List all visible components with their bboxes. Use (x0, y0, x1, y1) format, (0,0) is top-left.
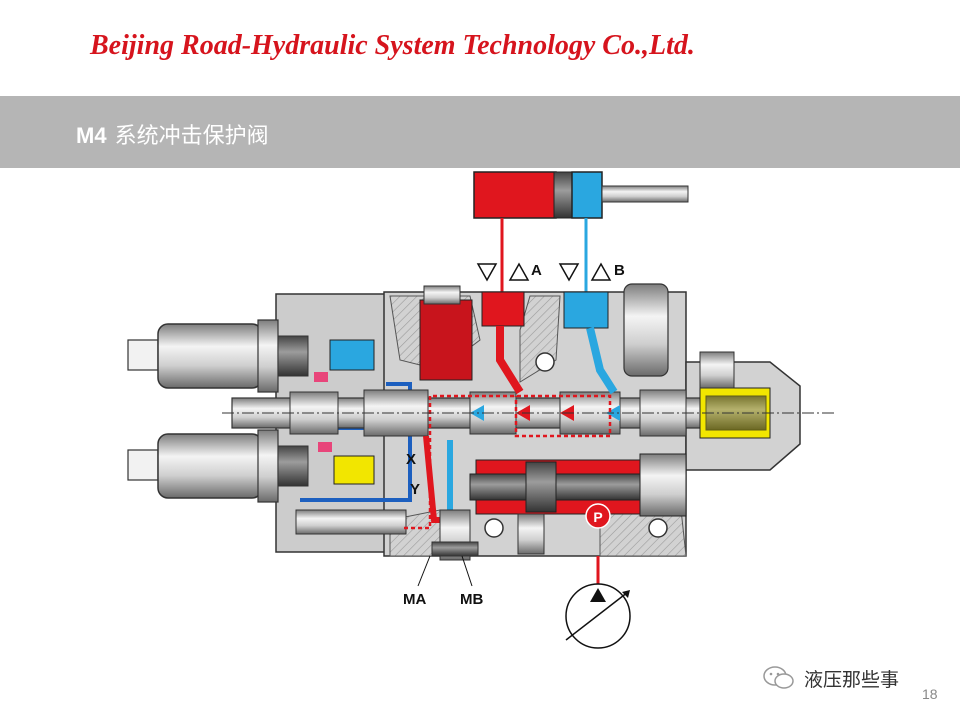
relief-cap (699, 351, 735, 389)
check-valve-top-right (623, 283, 669, 377)
slide-title: M4 系统冲击保护阀 (76, 118, 269, 150)
solenoid-upper-coil (157, 323, 263, 389)
leader-mb (461, 555, 473, 587)
pump-variable-arrowhead (622, 590, 630, 598)
pilot-valve-top-left (419, 285, 473, 381)
pilot-blue-chamber-top (329, 339, 375, 371)
pilot-valve-red-body (419, 299, 473, 381)
watermark: 液压那些事 (762, 664, 899, 692)
pump-symbol (565, 583, 631, 649)
cylinder-red-chamber (473, 171, 557, 219)
label-port-p: P (593, 509, 602, 525)
slide-code: M4 (76, 123, 107, 148)
pump-arrow (590, 588, 606, 602)
compensator-land (525, 461, 557, 513)
mount-hole-1 (535, 352, 555, 372)
wechat-icon (763, 666, 794, 689)
lower-left-cartridge (295, 509, 407, 535)
solenoid-lower-nut (257, 429, 279, 503)
cylinder-piston (553, 171, 573, 219)
label-port-a: A (531, 262, 542, 279)
pilot-pink-port (314, 372, 328, 382)
label-port-b: B (614, 262, 625, 279)
solenoid-upper-tube (277, 335, 309, 377)
cylinder-rod (601, 185, 689, 203)
solenoid-lower-connector (127, 449, 159, 481)
leader-ma (417, 555, 431, 587)
relief-spring (705, 395, 767, 431)
port-b-chamber (563, 291, 609, 329)
drain-channel (300, 382, 412, 502)
page-number: 18 (922, 686, 938, 702)
cylinder-blue-chamber (571, 171, 603, 219)
solenoid-lower-coil (157, 433, 263, 499)
triangle-down-a (476, 263, 498, 282)
solenoid-lower (127, 429, 309, 503)
solenoid-upper (127, 319, 309, 393)
triangle-up-b (590, 262, 612, 281)
pilot-valve-cap (423, 285, 461, 305)
pilot-yellow-chamber (333, 455, 375, 485)
pressure-compensator (469, 453, 687, 517)
bottom-plug (517, 513, 545, 555)
solenoid-lower-tube (277, 445, 309, 487)
mount-hole-2 (484, 518, 504, 538)
triangle-up-a (508, 262, 530, 281)
compensator-cap (639, 453, 687, 517)
pilot-pink-port-2 (318, 442, 332, 452)
pressure-port-marker (585, 503, 611, 529)
triangle-down-b (558, 263, 580, 282)
label-port-y: Y (410, 481, 420, 498)
label-port-ma: MA (403, 591, 426, 608)
solenoid-upper-nut (257, 319, 279, 393)
label-port-mb: MB (460, 591, 483, 608)
company-name: Beijing Road-Hydraulic System Technology… (90, 30, 695, 61)
title-bar (0, 96, 960, 168)
pilot-dashed-line (404, 394, 612, 530)
port-markers (476, 262, 612, 282)
pump-variable-arrow (565, 591, 629, 641)
solenoid-upper-connector (127, 339, 159, 371)
flow-channel-a (496, 326, 524, 395)
port-ma-mb-base (431, 541, 479, 557)
label-port-x: X (406, 451, 416, 468)
watermark-text: 液压那些事 (804, 668, 900, 691)
slide-title-text: 系统冲击保护阀 (114, 124, 269, 149)
mount-hole-3 (648, 518, 668, 538)
hydraulic-cylinder (473, 171, 689, 219)
flow-channel-b (586, 327, 618, 395)
port-a-chamber (481, 291, 525, 327)
